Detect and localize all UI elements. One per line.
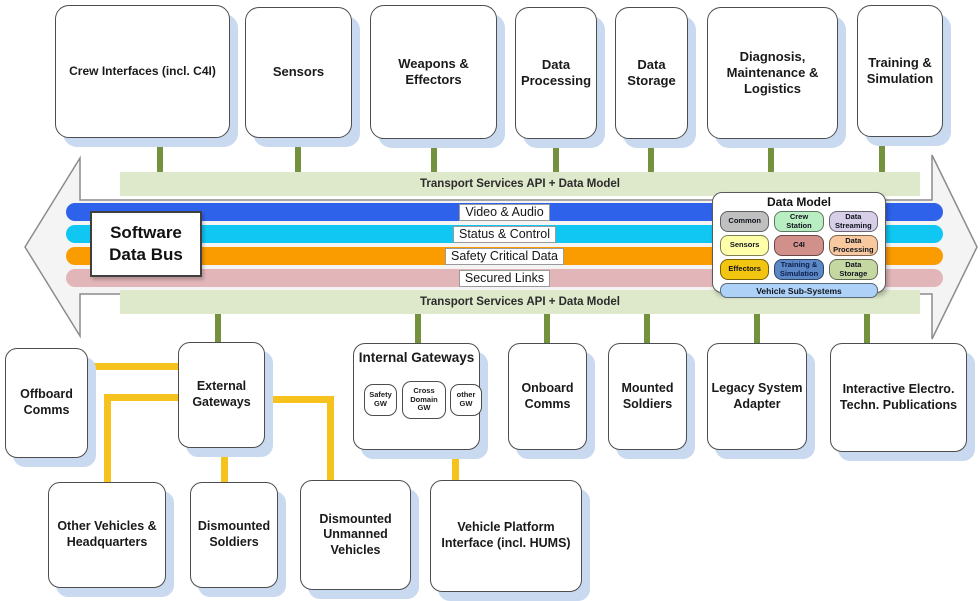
- module-internal-gateways: Internal Gateways Safety GW Cross Domain…: [353, 343, 482, 450]
- module-training-simulation: Training & Simulation: [857, 5, 943, 137]
- connector-bus-to-publications: [864, 312, 870, 347]
- gateway-chip-safety: Safety GW: [364, 384, 397, 416]
- gateway-chip-cross-domain: Cross Domain GW: [402, 381, 446, 419]
- connector-weapons-to-bus: [431, 139, 437, 174]
- data-model-chip-sensors: Sensors: [720, 235, 770, 256]
- data-model-chip-effectors: Effectors: [720, 259, 770, 280]
- module-sensors: Sensors: [245, 7, 352, 138]
- bus-channel-label: Secured Links: [458, 269, 551, 287]
- module-crew-interfaces: Crew Interfaces (incl. C4I): [55, 5, 230, 138]
- module-data-storage: Data Storage: [615, 7, 688, 139]
- connector-external-to-othervehicles-v: [104, 394, 111, 483]
- connector-datastorage-to-bus: [648, 139, 654, 174]
- data-model-panel: Data Model Common Crew Station Data Stre…: [712, 192, 886, 298]
- module-data-processing: Data Processing: [515, 7, 597, 139]
- data-model-grid: Common Crew Station Data Streaming Senso…: [713, 211, 885, 280]
- module-dismounted-unmanned-vehicles: Dismounted Unmanned Vehicles: [300, 480, 411, 590]
- module-vehicle-platform-interface: Vehicle Platform Interface (incl. HUMS): [430, 480, 582, 592]
- internal-gateways-title: Internal Gateways: [358, 350, 475, 365]
- module-mounted-soldiers: Mounted Soldiers: [608, 343, 687, 450]
- data-model-chip-crew-station: Crew Station: [774, 211, 824, 232]
- bus-channel-label: Video & Audio: [459, 203, 550, 221]
- module-interactive-publications: Interactive Electro. Techn. Publications: [830, 343, 967, 452]
- module-weapons-effectors: Weapons & Effectors: [370, 5, 497, 139]
- data-model-chip-vehicle-subsystems: Vehicle Sub-Systems: [720, 283, 878, 298]
- connector-bus-to-legacy-adapter: [754, 312, 760, 345]
- connector-external-to-dismounted-soldiers: [221, 446, 228, 483]
- data-model-title: Data Model: [766, 195, 831, 209]
- bus-channel-label: Status & Control: [452, 225, 556, 243]
- data-model-chip-c4i: C4I: [774, 235, 824, 256]
- connector-bus-to-external-gateways: [215, 312, 221, 345]
- connector-diagnosis-to-bus: [768, 139, 774, 174]
- connector-sensors-to-bus: [295, 139, 301, 174]
- connector-external-to-othervehicles-h: [104, 394, 180, 401]
- connector-external-to-unmanned-h: [263, 396, 334, 403]
- connector-crew-to-bus: [157, 139, 163, 174]
- data-model-chip-data-storage: Data Storage: [828, 259, 878, 280]
- connector-bus-to-onboard-comms: [544, 312, 550, 345]
- bus-channel-label: Safety Critical Data: [445, 247, 564, 265]
- connector-bus-to-internal-gateways: [415, 312, 421, 345]
- connector-bus-to-mounted-soldiers: [644, 312, 650, 345]
- module-dismounted-soldiers: Dismounted Soldiers: [190, 482, 278, 588]
- data-model-chip-data-processing: Data Processing: [828, 235, 878, 256]
- connector-training-to-bus: [879, 139, 885, 174]
- data-model-chip-training-simulation: Training & Simulation: [774, 259, 824, 280]
- module-legacy-system-adapter: Legacy System Adapter: [707, 343, 807, 450]
- data-model-chip-common: Common: [720, 211, 770, 232]
- module-external-gateways: External Gateways: [178, 342, 265, 448]
- connector-offboard-to-external: [86, 363, 180, 370]
- module-diagnosis-maintenance-logistics: Diagnosis, Maintenance & Logistics: [707, 7, 838, 139]
- module-other-vehicles-headquarters: Other Vehicles & Headquarters: [48, 482, 166, 588]
- software-data-bus-box: Software Data Bus: [90, 211, 202, 277]
- connector-dataprocessing-to-bus: [553, 139, 559, 174]
- gateway-chip-other: other GW: [450, 384, 482, 416]
- connector-internal-to-vehicle-platform: [452, 448, 459, 481]
- module-offboard-comms: Offboard Comms: [5, 348, 88, 458]
- module-onboard-comms: Onboard Comms: [508, 343, 587, 450]
- data-model-chip-data-streaming: Data Streaming: [828, 211, 878, 232]
- connector-external-to-unmanned-v: [327, 396, 334, 481]
